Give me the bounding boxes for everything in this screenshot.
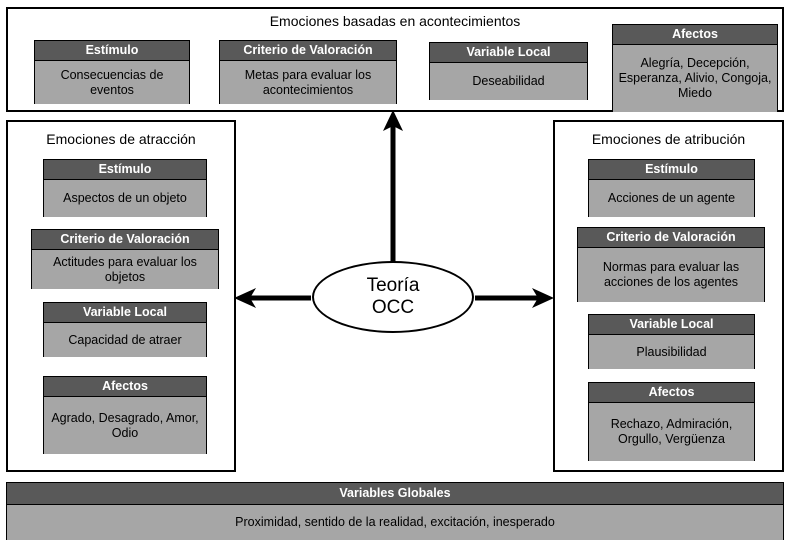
occ-theory-line2: OCC <box>371 297 415 318</box>
card-header: Criterio de Valoración <box>32 230 218 250</box>
card-body-text: Aspectos de un objeto <box>63 191 187 205</box>
global-variables-bar: Variables Globales Proximidad, sentido d… <box>6 482 784 540</box>
card-body: Actitudes para evaluar los objetos <box>32 250 218 289</box>
card-body-text: Actitudes para evaluar los objetos <box>53 254 197 284</box>
occ-theory-node: Teoría OCC <box>312 261 474 333</box>
card-body-text: Deseabilidad <box>472 74 545 88</box>
attraction-panel: Emociones de atracción Estímulo Aspectos… <box>6 120 236 472</box>
card-body-text: Plausibilidad <box>636 344 707 359</box>
card-body: Plausibilidad <box>589 335 754 369</box>
card-body: Normas para evaluar las acciones de los … <box>578 248 764 302</box>
card-body: Metas para evaluar los acontecimientos <box>220 61 396 104</box>
arrow-up-to-events <box>383 110 403 262</box>
card-header: Criterio de Valoración <box>578 228 764 248</box>
attribution-panel-title: Emociones de atribución <box>591 131 746 147</box>
card-header: Estímulo <box>35 41 189 61</box>
card-body-text: Rechazo, Admiración, Orgullo, Vergüenza <box>610 417 733 446</box>
arrow-right-to-attribution <box>475 288 554 308</box>
global-variables-header: Variables Globales <box>7 483 783 505</box>
card-body: Aspectos de un objeto <box>44 180 206 217</box>
events-panel-title: Emociones basadas en acontecimientos <box>269 13 521 29</box>
attribution-card-afectos: Afectos Rechazo, Admiración, Orgullo, Ve… <box>588 382 755 461</box>
attraction-card-estimulo: Estímulo Aspectos de un objeto <box>43 159 207 217</box>
attraction-card-criterio: Criterio de Valoración Actitudes para ev… <box>31 229 219 289</box>
occ-theory-line1: Teoría <box>366 275 420 296</box>
card-body: Consecuencias de eventos <box>35 61 189 104</box>
card-body: Alegría, Decepción, Esperanza, Alivio, C… <box>613 45 777 112</box>
attribution-card-criterio: Criterio de Valoración Normas para evalu… <box>577 227 765 302</box>
attribution-card-estimulo: Estímulo Acciones de un agente <box>588 159 755 217</box>
card-body-text: Consecuencias de eventos <box>60 67 164 97</box>
global-variables-body: Proximidad, sentido de la realidad, exci… <box>7 505 783 540</box>
card-header: Variable Local <box>589 315 754 335</box>
card-body-text: Acciones de un agente <box>607 191 736 205</box>
card-header: Criterio de Valoración <box>220 41 396 61</box>
card-body-text: Metas para evaluar los acontecimientos <box>244 67 372 97</box>
attraction-card-afectos: Afectos Agrado, Desagrado, Amor, Odio <box>43 376 207 454</box>
card-body: Agrado, Desagrado, Amor, Odio <box>44 397 206 454</box>
card-body: Acciones de un agente <box>589 180 754 217</box>
card-body-text: Capacidad de atraer <box>68 332 182 347</box>
card-header: Variable Local <box>44 303 206 323</box>
events-card-estimulo: Estímulo Consecuencias de eventos <box>34 40 190 104</box>
card-body-text: Normas para evaluar las acciones de los … <box>602 260 740 289</box>
attribution-panel: Emociones de atribución Estímulo Accione… <box>553 120 784 472</box>
card-body: Rechazo, Admiración, Orgullo, Vergüenza <box>589 403 754 461</box>
attribution-card-variable-local: Variable Local Plausibilidad <box>588 314 755 369</box>
arrow-left-to-attraction <box>234 288 311 308</box>
card-header: Estímulo <box>44 160 206 180</box>
card-header: Estímulo <box>589 160 754 180</box>
card-body-text: Alegría, Decepción, Esperanza, Alivio, C… <box>618 56 772 100</box>
events-card-afectos: Afectos Alegría, Decepción, Esperanza, A… <box>612 24 778 112</box>
events-card-criterio: Criterio de Valoración Metas para evalua… <box>219 40 397 104</box>
global-variables-text: Proximidad, sentido de la realidad, exci… <box>235 515 555 529</box>
attraction-panel-title: Emociones de atracción <box>46 131 196 147</box>
card-body: Capacidad de atraer <box>44 323 206 357</box>
card-body: Deseabilidad <box>430 63 587 100</box>
attraction-card-variable-local: Variable Local Capacidad de atraer <box>43 302 207 357</box>
card-body-text: Agrado, Desagrado, Amor, Odio <box>51 410 199 440</box>
card-header: Afectos <box>589 383 754 403</box>
events-panel: Emociones basadas en acontecimientos Est… <box>6 7 784 112</box>
card-header: Afectos <box>613 25 777 45</box>
card-header: Afectos <box>44 377 206 397</box>
events-card-variable-local: Variable Local Deseabilidad <box>429 42 588 100</box>
card-header: Variable Local <box>430 43 587 63</box>
